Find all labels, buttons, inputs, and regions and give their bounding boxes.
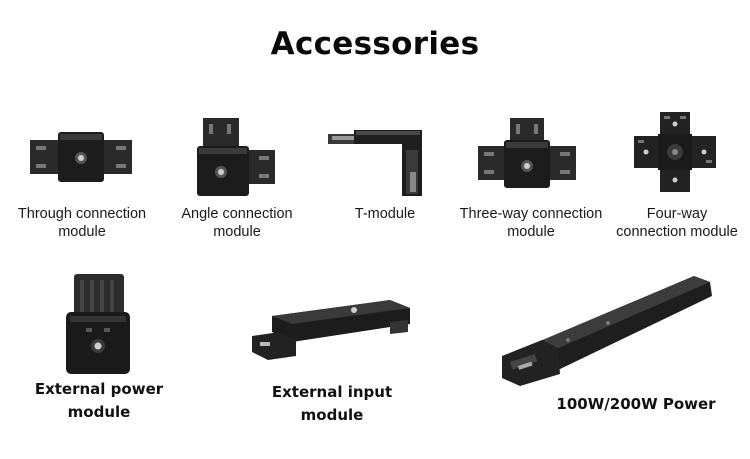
three-way-connection-module-icon — [478, 118, 576, 188]
caption-through-connection: Through connection module — [2, 205, 162, 241]
caption-line: External input — [271, 383, 393, 401]
angle-connection-module-icon — [197, 118, 275, 196]
four-way-connection-module-icon — [634, 112, 716, 192]
caption-line: Three-way connection — [459, 206, 603, 222]
caption-line: module — [507, 224, 555, 240]
caption-external-input: External input module — [252, 381, 412, 427]
caption-line: Angle connection — [181, 206, 293, 222]
caption-line: Four-way — [646, 206, 708, 222]
caption-line: module — [58, 224, 106, 240]
caption-angle-connection: Angle connection module — [166, 205, 308, 241]
caption-line: connection module — [616, 224, 738, 240]
caption-line: module — [300, 406, 364, 424]
caption-line: Through connection — [17, 206, 147, 222]
caption-three-way-connection: Three-way connection module — [452, 205, 610, 241]
through-connection-module-icon — [30, 132, 132, 182]
page-title: Accessories — [270, 26, 480, 62]
caption-four-way-connection: Four-way connection module — [606, 205, 748, 241]
caption-line: T-module — [354, 206, 416, 222]
t-module-icon — [328, 130, 422, 196]
caption-line: module — [213, 224, 261, 240]
power-supply-icon — [502, 276, 712, 386]
caption-external-power: External power module — [14, 378, 184, 424]
external-power-module-icon — [66, 274, 130, 374]
external-input-module-icon — [252, 300, 410, 360]
caption-t-module: T-module — [316, 205, 454, 223]
caption-line: External power — [34, 380, 164, 398]
caption-power-supply: 100W/200W Power — [548, 393, 724, 416]
caption-line: 100W/200W Power — [556, 395, 716, 413]
caption-line: module — [67, 403, 131, 421]
